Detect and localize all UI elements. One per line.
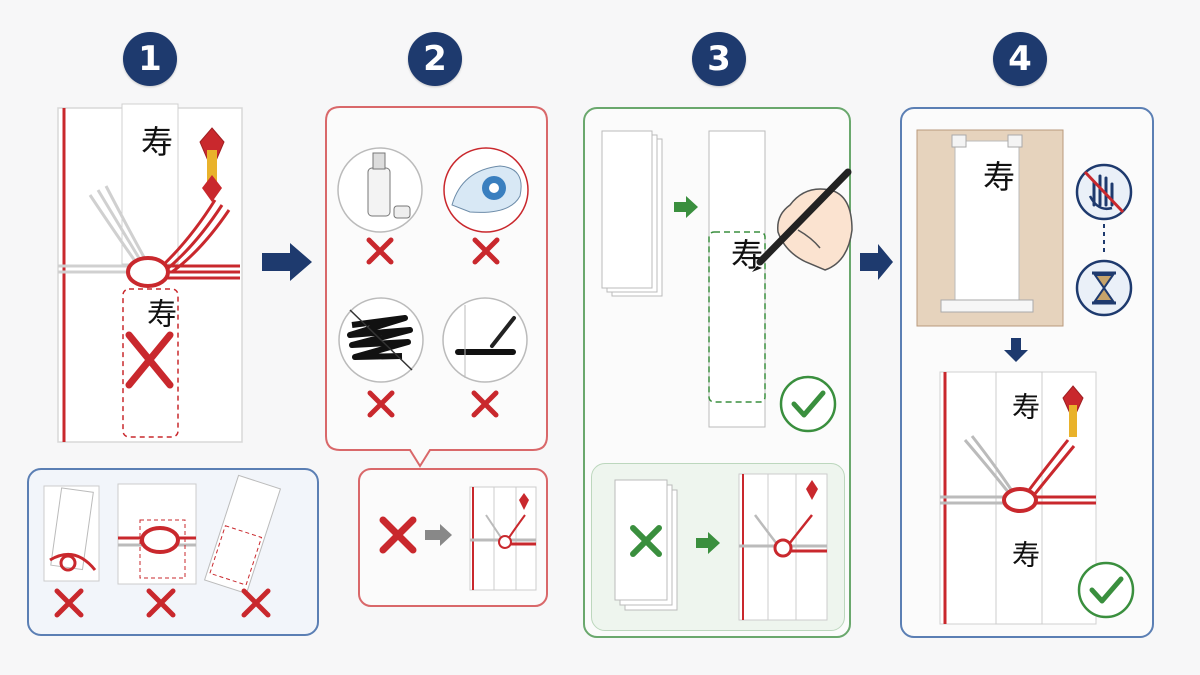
strip-calligraphy: 寿	[136, 125, 174, 157]
strip-calligraphy: 寿	[978, 160, 1016, 192]
strip-calligraphy: 寿	[1008, 392, 1041, 420]
step-badge-2: 2	[408, 32, 462, 86]
step-number: 4	[1008, 39, 1032, 79]
step-number: 3	[707, 39, 731, 79]
step-badge-1: 1	[123, 32, 177, 86]
strip-calligraphy: 寿	[1008, 540, 1041, 568]
strip-calligraphy: 寿	[141, 298, 176, 328]
step-number: 1	[138, 39, 162, 79]
strip-calligraphy: 寿	[726, 238, 764, 270]
step-badge-4: 4	[993, 32, 1047, 86]
step-badge-3: 3	[692, 32, 746, 86]
step-number: 2	[423, 39, 447, 79]
